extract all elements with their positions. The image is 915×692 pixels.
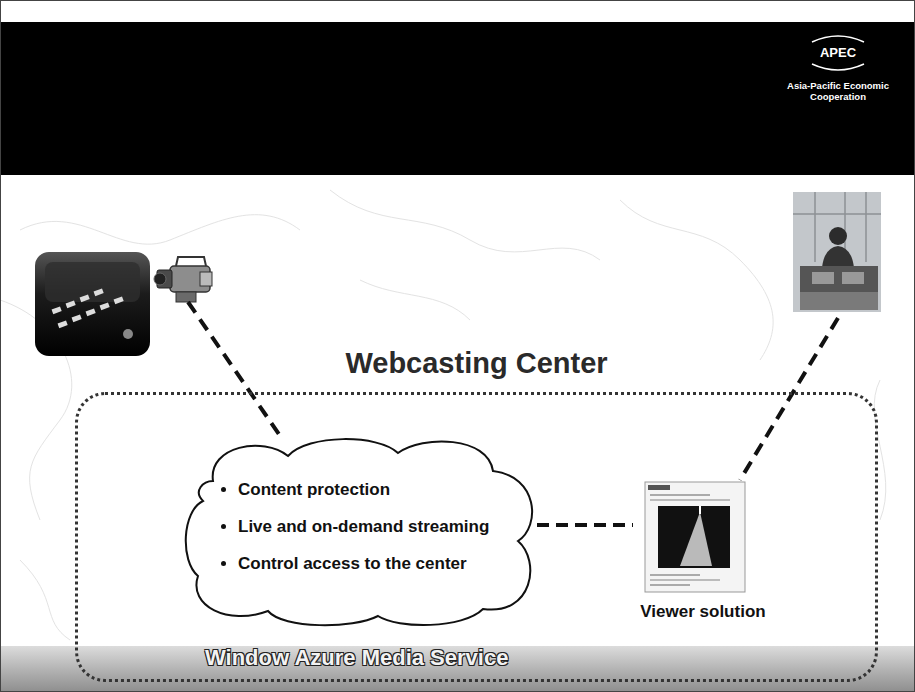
viewer-label: Viewer solution xyxy=(640,601,765,623)
logo-name: APEC xyxy=(806,45,870,61)
conference-device-photo xyxy=(35,252,150,356)
bullet-item: Content protection xyxy=(238,471,489,508)
viewer-node: Viewer solution xyxy=(633,481,773,633)
logo-subtitle: Asia-Pacific Economic Cooperation xyxy=(778,80,898,102)
text-holder: Window Azure Media Service xyxy=(205,645,508,671)
cloud-node: Content protectionLive and on-demand str… xyxy=(183,431,543,631)
text-holder: Viewer solution xyxy=(633,601,773,623)
dashed-connector xyxy=(537,523,633,527)
text-holder: Webcasting Center xyxy=(78,345,875,381)
viewer-screenshot xyxy=(645,482,745,592)
camcorder-icon xyxy=(154,257,212,302)
label-holder: APEC xyxy=(806,45,870,61)
region-heading: Webcasting Center xyxy=(345,345,607,381)
service-name: Window Azure Media Service xyxy=(205,645,508,671)
bullet-item: Live and on-demand streaming xyxy=(238,508,489,545)
viewer-person-photo xyxy=(793,192,881,312)
bullet-text: Live and on-demand streaming xyxy=(238,517,489,536)
service-region: Webcasting CenterWindow Azure Media Serv… xyxy=(75,392,878,682)
bottom-band xyxy=(0,646,915,692)
bullet-list: Content protectionLive and on-demand str… xyxy=(183,471,489,582)
bullet-item: Control access to the center xyxy=(238,545,489,582)
bullet-text: Content protection xyxy=(238,480,390,499)
bullet-text: Control access to the center xyxy=(238,554,467,573)
header-band xyxy=(0,22,915,175)
faint-map xyxy=(0,190,886,640)
label-holder: Asia-Pacific Economic Cooperation xyxy=(778,80,898,102)
